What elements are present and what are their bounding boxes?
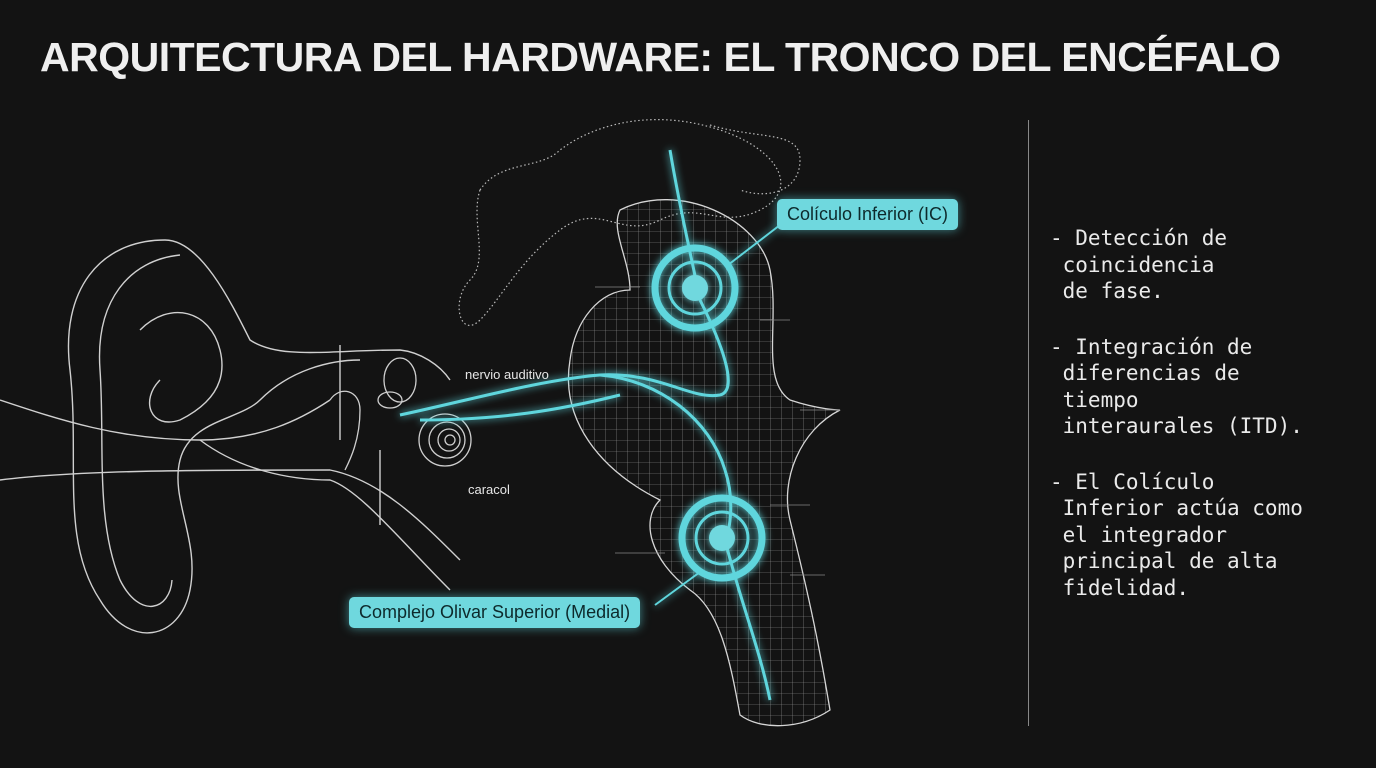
- caracol-label: caracol: [468, 482, 510, 497]
- note-item: - Integración de diferencias de tiempo i…: [1050, 334, 1303, 439]
- brainstem-mesh: [567, 199, 841, 727]
- inferior-colliculus-marker: [651, 224, 781, 332]
- annotation-leaders: [595, 286, 840, 576]
- callout-inferior-colliculus: Colículo Inferior (IC): [777, 199, 959, 230]
- auditory-pathway: [399, 149, 772, 701]
- nervio-auditivo-label: nervio auditivo: [465, 367, 549, 382]
- note-item: - Detección de coincidencia de fase.: [1050, 226, 1228, 303]
- inner-ear: [329, 357, 472, 471]
- superior-olivary-marker: [654, 494, 766, 606]
- vertical-divider: [1028, 120, 1029, 726]
- notes-list: - Detección de coincidencia de fase. - I…: [1050, 225, 1303, 630]
- ear-outline: [0, 239, 461, 634]
- callout-superior-olivary-complex: Complejo Olivar Superior (Medial): [349, 597, 641, 628]
- cochlea-icon: [418, 413, 472, 467]
- slide-title: ARQUITECTURA DEL HARDWARE: EL TRONCO DEL…: [40, 34, 1281, 80]
- note-item: - El Colículo Inferior actúa como el int…: [1050, 469, 1303, 600]
- cerebellum-outline: [458, 118, 801, 327]
